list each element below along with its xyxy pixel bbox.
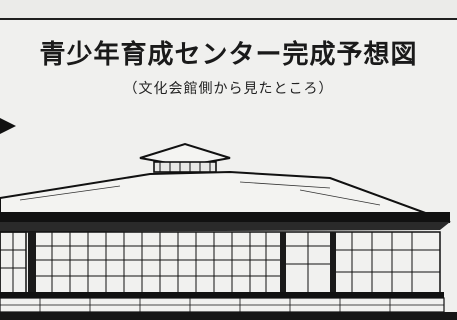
main-roof [0,170,451,232]
top-border-rule [0,0,457,20]
roof-ventilator [139,142,231,173]
window-grid-right [286,232,440,294]
page-title: 青少年育成センター完成予想図 [39,40,418,70]
building-facade [0,231,457,320]
arrow-marker-icon [0,118,16,134]
window-grid-center [36,232,280,294]
page-subtitle: （文化会館側から見たところ） [123,81,334,97]
